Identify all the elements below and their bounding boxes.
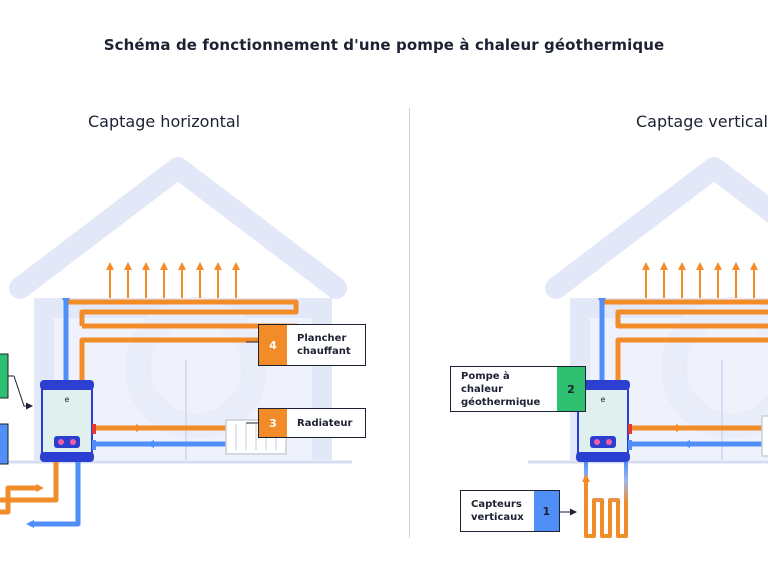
label-capteurs-number: 1	[533, 491, 559, 531]
left-partial-boxes	[0, 353, 33, 465]
label-capteurs-text: Capteurs verticaux	[471, 499, 524, 523]
label-radiateur-text: Radiateur	[297, 417, 353, 429]
label-radiateur-number: 3	[259, 409, 287, 437]
left-ground-loop	[0, 462, 81, 528]
diagram-title: Schéma de fonctionnement d'une pompe à c…	[103, 36, 665, 54]
label-pompe-a-chaleur: 2 Pompe à chaleur géothermique	[450, 366, 586, 412]
left-heat-arrows	[106, 262, 240, 298]
right-radiator-pipes	[632, 415, 768, 457]
label-pompe-number: 2	[557, 367, 585, 411]
left-radiator-pipes	[96, 424, 226, 448]
label-pompe-text: Pompe à chaleur géothermique	[461, 370, 541, 408]
label-plancher-chauffant: 4 Plancher chauffant	[258, 324, 366, 366]
right-unit-logo: e	[601, 395, 606, 404]
label-capteurs-verticaux: 1 Capteurs verticaux	[460, 490, 560, 532]
left-heat-pump-unit: e	[40, 380, 96, 462]
right-panel-title: Captage vertical	[636, 112, 768, 131]
panel-divider	[409, 108, 410, 538]
left-panel-title: Captage horizontal	[88, 112, 241, 131]
label-plancher-number: 4	[259, 325, 287, 365]
right-floor-heating-pipes	[598, 298, 768, 392]
right-vertical-probe	[582, 462, 628, 538]
label-plancher-text: Plancher chauffant	[297, 333, 351, 357]
right-house	[528, 157, 768, 464]
right-heat-pump-unit: e	[576, 380, 632, 462]
label-radiateur: 3 Radiateur	[258, 408, 366, 438]
right-heat-arrows	[642, 262, 758, 298]
left-unit-logo: e	[65, 395, 70, 404]
